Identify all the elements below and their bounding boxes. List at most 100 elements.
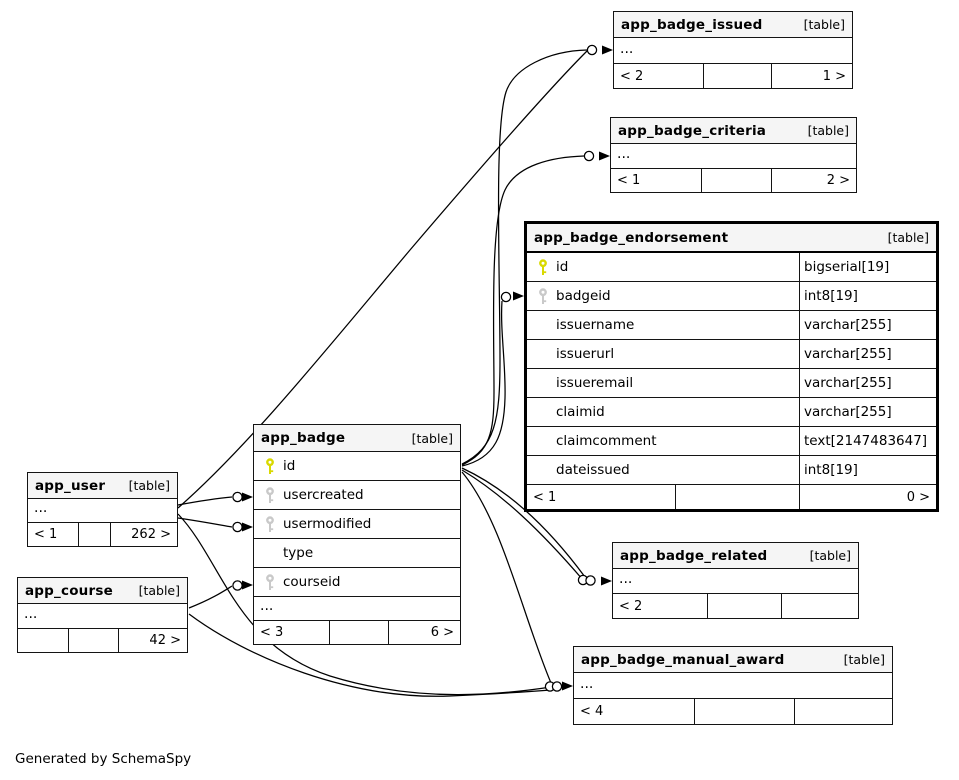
table-footer: < 1 2 > bbox=[611, 169, 856, 192]
generator-note: Generated by SchemaSpy bbox=[15, 751, 192, 767]
table-header-app-badge-manual-award[interactable]: app_badge_manual_award [table] bbox=[574, 647, 892, 673]
foreign-key-icon bbox=[260, 515, 279, 533]
column-name: courseid bbox=[283, 574, 341, 590]
table-name: app_badge_manual_award bbox=[581, 651, 785, 668]
connector-arrow-icon bbox=[242, 580, 253, 590]
fk-count-mid bbox=[707, 594, 781, 618]
fk-count-mid bbox=[703, 64, 771, 88]
column-name: id bbox=[283, 458, 296, 474]
fk-count-left: < 4 bbox=[580, 704, 604, 719]
table-tag: [table] bbox=[807, 123, 849, 138]
column-row-id: id bbox=[254, 452, 460, 481]
table-header-app-badge[interactable]: app_badge [table] bbox=[254, 425, 460, 452]
columns-collapsed-row: ... bbox=[614, 38, 852, 64]
table-tag: [table] bbox=[803, 17, 845, 32]
fk-count-left: < 1 bbox=[617, 173, 641, 188]
column-row-courseid: courseid bbox=[254, 568, 460, 597]
column-name: dateissued bbox=[556, 462, 630, 478]
table-name: app_course bbox=[25, 582, 113, 599]
table-name: app_badge_issued bbox=[621, 16, 763, 33]
column-name: usercreated bbox=[283, 487, 364, 503]
edge-user-issued bbox=[177, 50, 588, 509]
table-footer: < 4 bbox=[574, 699, 892, 724]
fk-count-left: < 3 bbox=[260, 625, 284, 640]
connector-circle-icon bbox=[551, 681, 563, 692]
columns-collapsed-row: ... bbox=[254, 597, 460, 621]
terminal-related bbox=[577, 574, 612, 586]
column-name: issuername bbox=[556, 317, 635, 333]
table-name: app_user bbox=[35, 477, 106, 494]
terminal-badge-courseid bbox=[232, 580, 253, 591]
fk-count-left: < 2 bbox=[620, 68, 644, 84]
foreign-key-icon bbox=[533, 287, 552, 305]
connector-circle-icon bbox=[232, 521, 243, 533]
fk-count-mid bbox=[329, 621, 388, 644]
connector-circle-icon bbox=[232, 491, 243, 503]
column-type: varchar[255] bbox=[799, 340, 936, 368]
table-tag: [table] bbox=[128, 478, 170, 493]
connector-arrow-icon bbox=[602, 45, 613, 55]
column-row-usercreated: usercreated bbox=[254, 481, 460, 510]
connector-arrow-icon bbox=[242, 522, 253, 532]
column-row-type: type bbox=[254, 539, 460, 568]
fk-count-right: 2 > bbox=[771, 169, 856, 192]
edge-badge-manual bbox=[461, 471, 552, 684]
fk-count-left: < 1 bbox=[34, 527, 58, 542]
connector-arrow-icon bbox=[562, 681, 573, 691]
column-type: int8[19] bbox=[799, 282, 936, 310]
column-name: claimcomment bbox=[556, 433, 657, 449]
foreign-key-icon bbox=[260, 573, 279, 591]
table-app-badge-issued: app_badge_issued [table] ... < 2 1 > bbox=[613, 11, 853, 89]
fk-count-right: 1 > bbox=[771, 64, 852, 88]
column-name: claimid bbox=[556, 404, 605, 420]
table-footer: < 1 262 > bbox=[28, 523, 177, 546]
table-tag: [table] bbox=[887, 230, 929, 245]
table-header-app-user[interactable]: app_user [table] bbox=[28, 473, 177, 499]
connector-arrow-icon bbox=[242, 492, 253, 502]
table-tag: [table] bbox=[809, 548, 851, 563]
fk-count-left bbox=[18, 629, 68, 652]
fk-count-left: < 2 bbox=[619, 598, 643, 614]
column-type: int8[19] bbox=[799, 456, 936, 484]
table-header-app-badge-issued[interactable]: app_badge_issued [table] bbox=[614, 12, 852, 38]
column-row-issuerurl: issuerurl varchar[255] bbox=[527, 340, 936, 369]
terminal-manual bbox=[544, 681, 573, 692]
primary-key-icon bbox=[260, 457, 279, 475]
column-type: varchar[255] bbox=[799, 369, 936, 397]
connector-circle-icon bbox=[586, 44, 598, 56]
edge-course-courseid bbox=[188, 585, 233, 609]
fk-count-right: 0 > bbox=[799, 485, 936, 509]
table-app-badge-related: app_badge_related [table] ... < 2 bbox=[612, 542, 859, 619]
column-row-id: id bigserial[19] bbox=[527, 253, 936, 282]
columns-collapsed-row: ... bbox=[18, 604, 187, 629]
table-header-app-course[interactable]: app_course [table] bbox=[18, 578, 187, 604]
table-name: app_badge_related bbox=[620, 547, 768, 564]
table-tag: [table] bbox=[138, 583, 180, 598]
columns-collapsed-row: ... bbox=[28, 499, 177, 523]
primary-key-icon bbox=[533, 258, 552, 276]
table-footer: < 2 bbox=[613, 594, 858, 618]
terminal-issued bbox=[586, 44, 613, 56]
column-row-claimcomment: claimcomment text[2147483647] bbox=[527, 427, 936, 456]
table-name: app_badge_endorsement bbox=[534, 229, 729, 246]
fk-count-right: 262 > bbox=[110, 523, 177, 546]
fk-count-mid bbox=[78, 523, 110, 546]
connector-circle-icon bbox=[500, 291, 512, 303]
columns-collapsed-row: ... bbox=[613, 569, 858, 594]
column-row-badgeid: badgeid int8[19] bbox=[527, 282, 936, 311]
table-header-app-badge-endorsement[interactable]: app_badge_endorsement [table] bbox=[527, 224, 936, 253]
column-name: id bbox=[556, 259, 569, 275]
table-app-course: app_course [table] ... 42 > bbox=[17, 577, 188, 653]
foreign-key-icon bbox=[260, 486, 279, 504]
table-footer: < 3 6 > bbox=[254, 621, 460, 644]
table-app-badge-manual-award: app_badge_manual_award [table] ... < 4 bbox=[573, 646, 893, 725]
table-app-badge-endorsement: app_badge_endorsement [table] id bigseri… bbox=[524, 221, 939, 512]
columns-collapsed-row: ... bbox=[611, 144, 856, 169]
table-app-badge: app_badge [table] id usercreated usermod… bbox=[253, 424, 461, 645]
column-name: issueremail bbox=[556, 375, 634, 391]
fk-count-right: 6 > bbox=[388, 621, 460, 644]
table-header-app-badge-related[interactable]: app_badge_related [table] bbox=[613, 543, 858, 569]
edge-badge-endorsement bbox=[461, 300, 506, 467]
table-header-app-badge-criteria[interactable]: app_badge_criteria [table] bbox=[611, 118, 856, 144]
column-name: type bbox=[283, 545, 314, 561]
